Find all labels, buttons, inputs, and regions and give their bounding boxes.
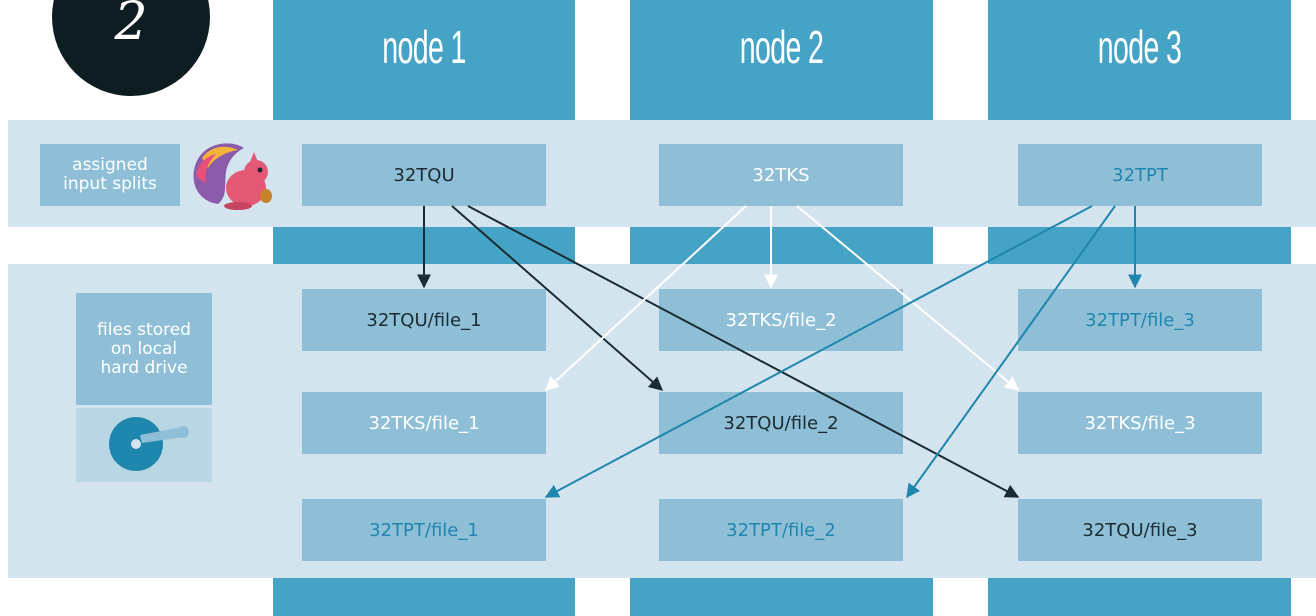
input-splits-label-line-1: assigned (72, 155, 148, 175)
node-title-1: node 1 (382, 21, 466, 73)
file-box-r1-node-1: 32TQU/file_1 (302, 289, 546, 351)
squirrel-logo-icon (193, 143, 272, 210)
file-box-r2-node-3: 32TKS/file_3 (1018, 392, 1262, 454)
file-box-r3-node-3: 32TQU/file_3 (1018, 499, 1262, 561)
file-box-r1-node-3: 32TPT/file_3 (1018, 289, 1262, 351)
hard-drive-icon (109, 417, 189, 471)
file-box-r3-node-1: 32TPT/file_1 (302, 499, 546, 561)
local-files-label-line-3: hard drive (100, 357, 188, 378)
input-splits-label-line-2: input splits (63, 174, 157, 194)
file-box-r2-node-2: 32TQU/file_2 (659, 392, 903, 454)
input-splits-label: assigned input splits (40, 144, 180, 206)
node-title-2: node 2 (739, 21, 824, 73)
file-box-r1-node-2: 32TKS/file_2 (659, 289, 903, 351)
local-files-label: files stored on local hard drive (76, 293, 212, 405)
local-files-label-line-1: files stored (97, 319, 191, 340)
split-box-node-1: 32TQU (302, 144, 546, 206)
split-box-node-2: 32TKS (659, 144, 903, 206)
split-box-node-3: 32TPT (1018, 144, 1262, 206)
file-box-r2-node-1: 32TKS/file_1 (302, 392, 546, 454)
file-box-r3-node-2: 32TPT/file_2 (659, 499, 903, 561)
node-title-3: node 3 (1097, 21, 1182, 73)
local-files-label-line-2: on local (110, 338, 178, 359)
step-number: 2 (114, 0, 148, 52)
